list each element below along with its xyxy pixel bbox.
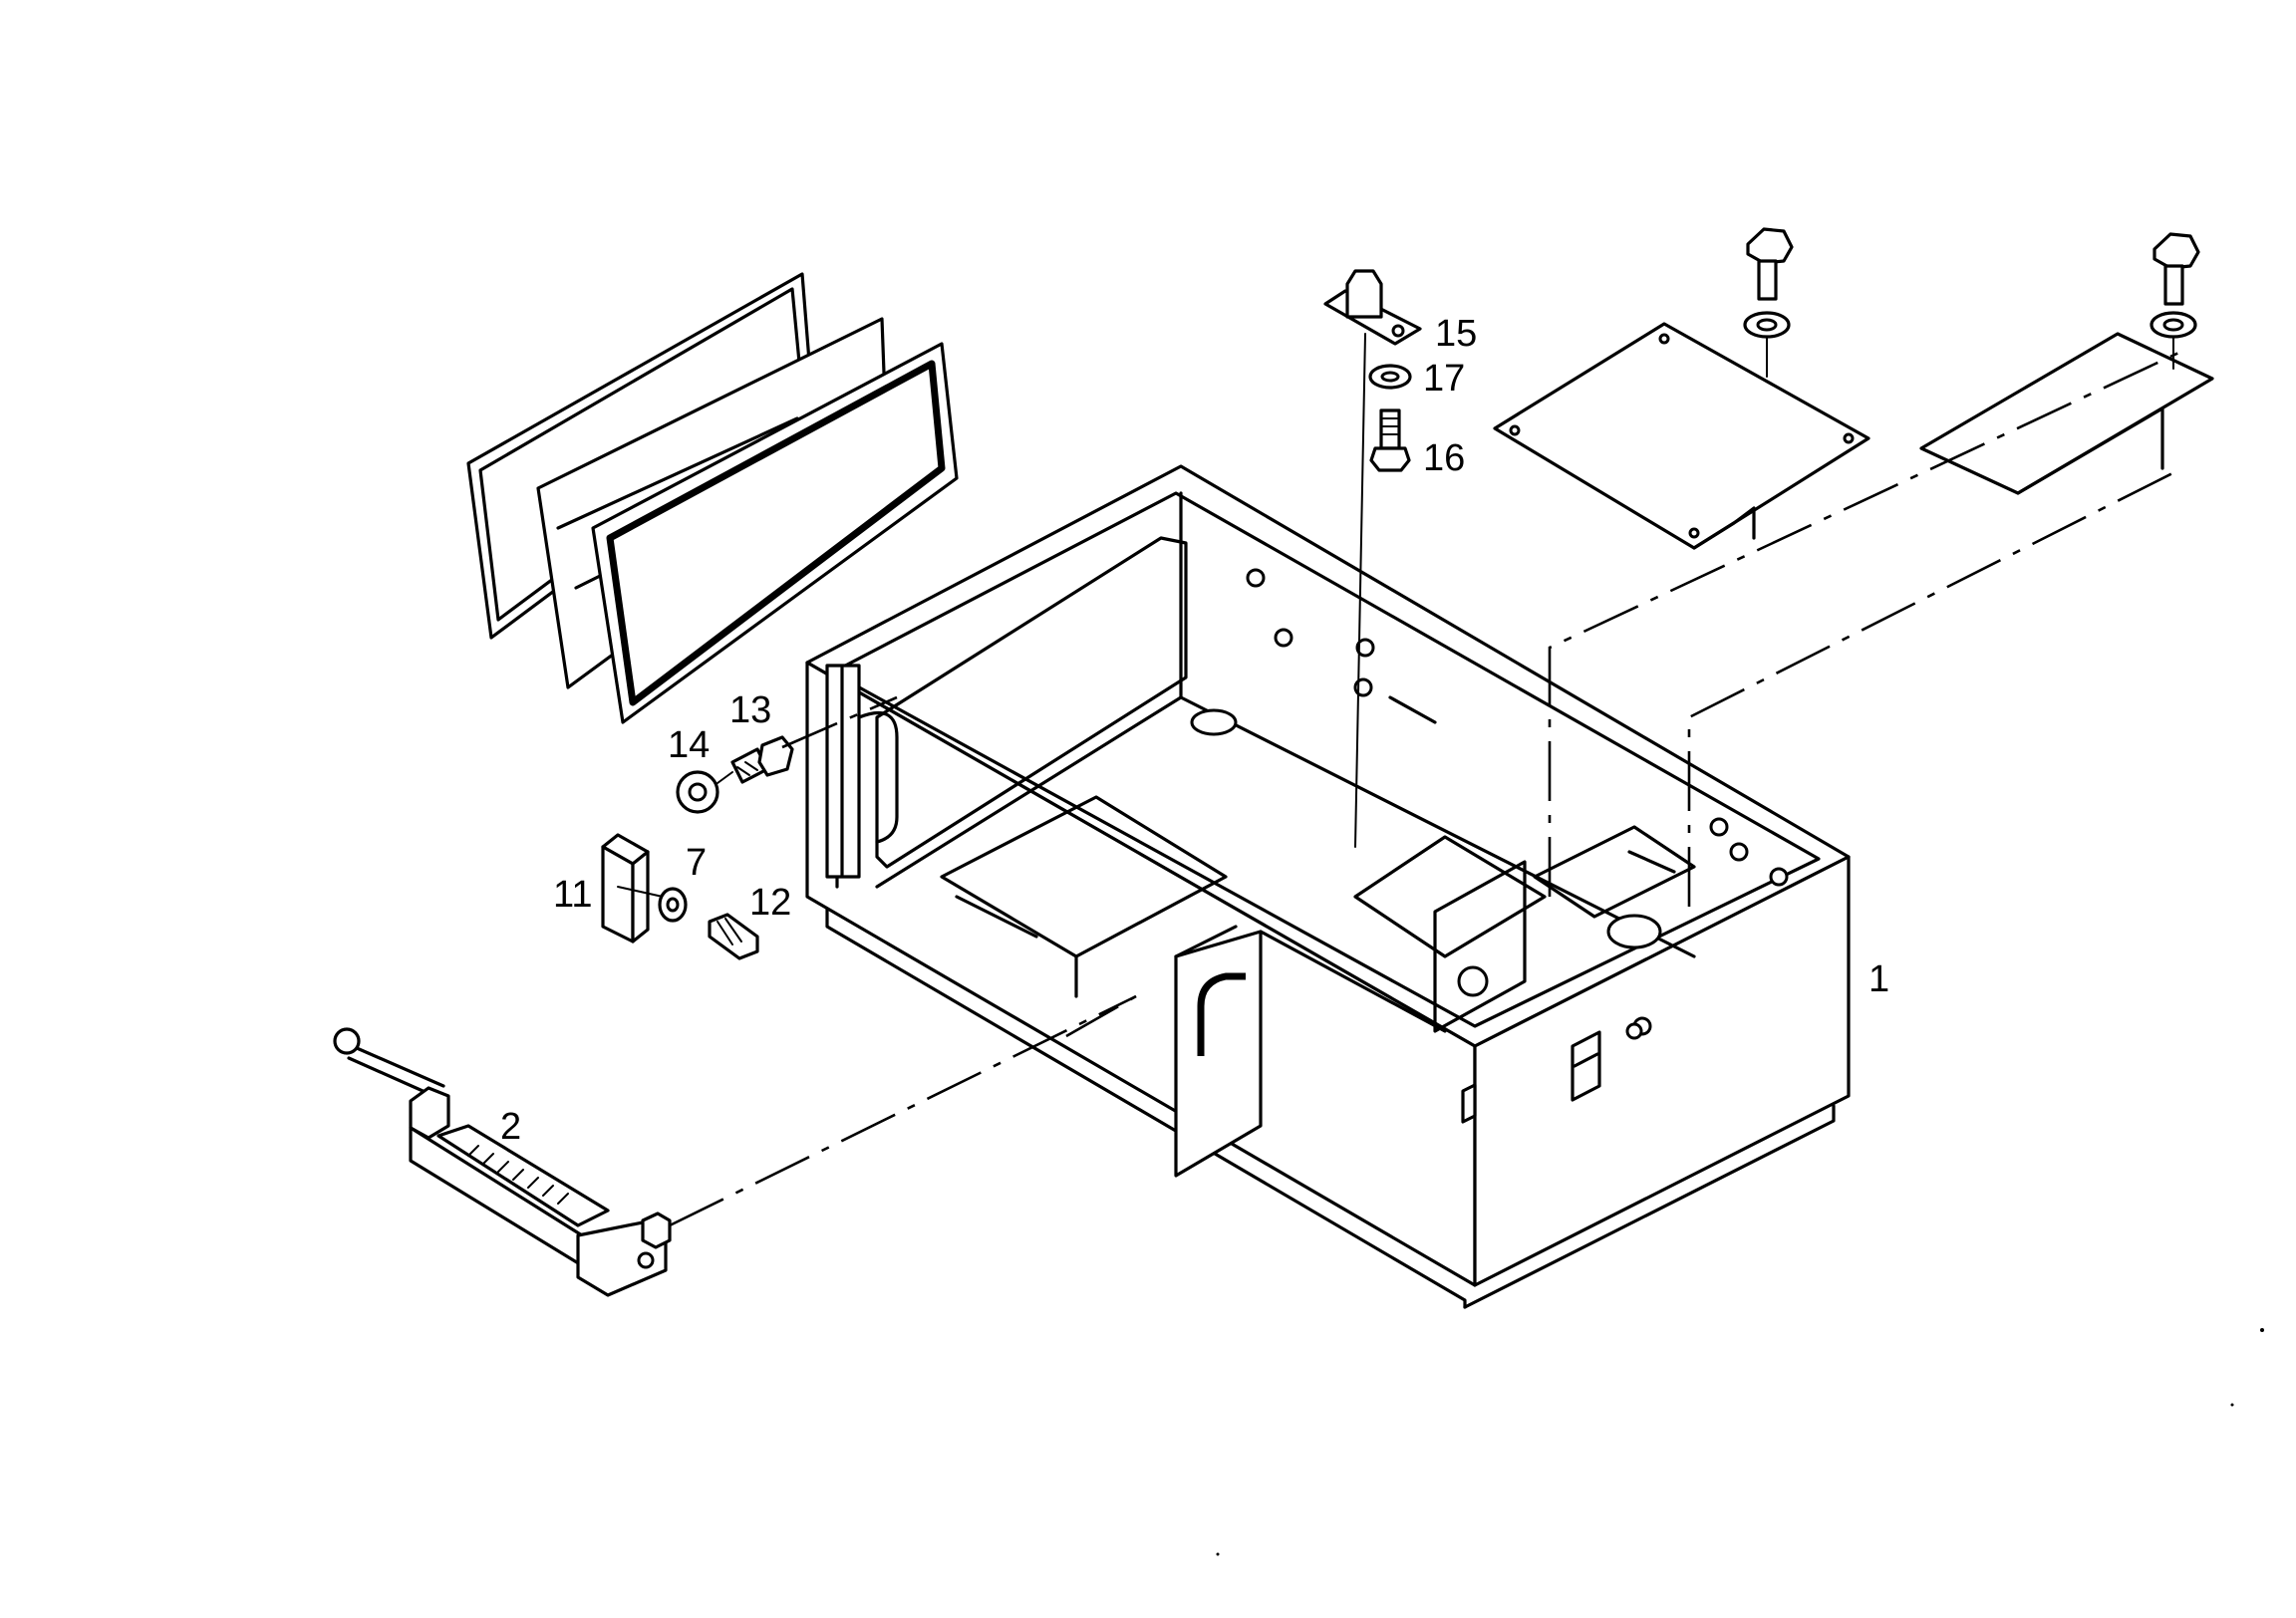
window-frame-assembly — [466, 272, 959, 724]
scan-specks — [1216, 1328, 2264, 1556]
cover-plate-small — [1919, 332, 2214, 495]
callout-17: 17 — [1423, 358, 1465, 400]
callout-11: 11 — [553, 874, 592, 916]
callout-2: 2 — [500, 1106, 521, 1148]
stud-12 — [708, 913, 759, 960]
assembly-center-lines — [669, 347, 2188, 1227]
lid-prop-rod-assembly — [333, 1027, 672, 1297]
battery-box-housing — [805, 464, 1851, 1309]
callout-7: 7 — [686, 842, 707, 884]
washer-7 — [658, 887, 688, 923]
callout-1: 1 — [1868, 958, 1889, 1000]
callout-12: 12 — [749, 882, 791, 924]
callout-16: 16 — [1423, 437, 1465, 479]
callout-13: 13 — [729, 689, 771, 731]
washer-14 — [676, 770, 719, 814]
hinge-bracket-assembly — [1323, 269, 1422, 848]
bolt-13 — [717, 735, 794, 784]
cover-plate-large — [1493, 322, 1870, 550]
lid-bolt-2 — [2150, 232, 2200, 370]
lid-bolt-1 — [1743, 227, 1794, 378]
callout-14: 14 — [668, 724, 710, 766]
side-clamp-plate — [601, 833, 664, 944]
callout-15: 15 — [1435, 313, 1477, 355]
